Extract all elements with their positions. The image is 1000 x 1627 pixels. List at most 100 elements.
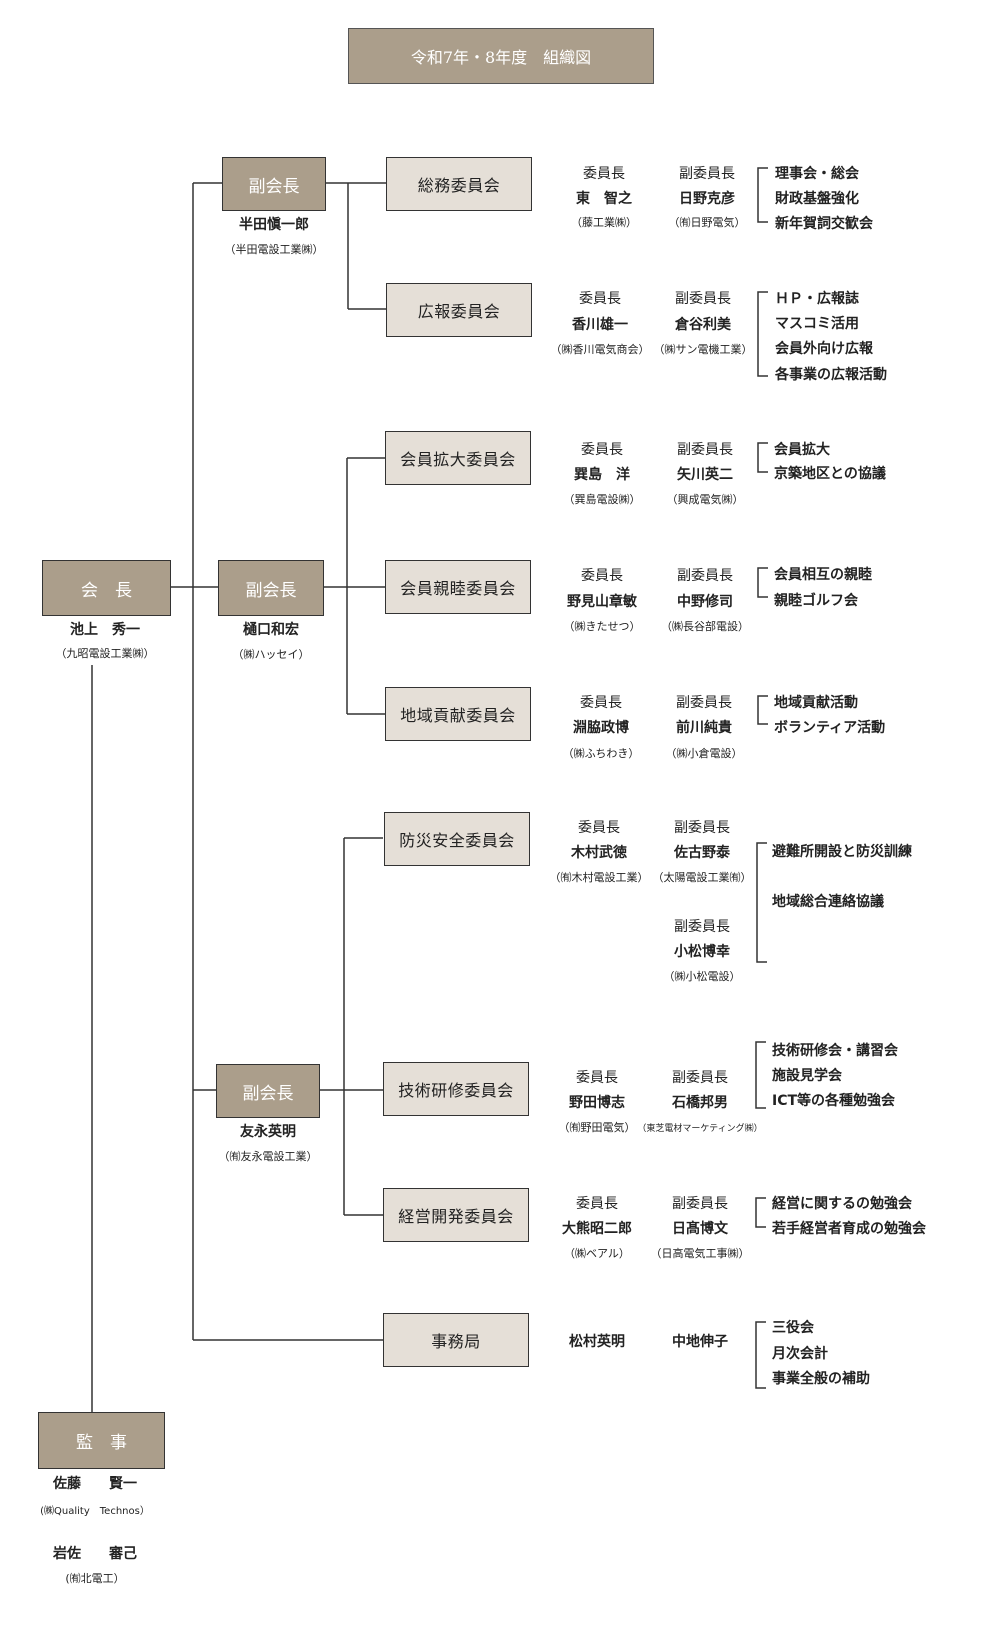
committee-box: 防災安全委員会 (384, 812, 530, 866)
chair-role: 委員長 (576, 1070, 618, 1086)
vice-chair-name: 佐古野泰 (674, 845, 730, 861)
vice-chair-role: 副委員長 (674, 919, 730, 935)
vice-chair-name: 倉谷利美 (675, 317, 731, 333)
auditor-2-name: 岩佐 審己 (53, 1546, 137, 1562)
task-item: 月次会計 (772, 1346, 828, 1362)
president-box: 会 長 (42, 560, 171, 616)
vice-chair-name: 前川純貴 (676, 720, 732, 736)
staff-name: 中地伸子 (672, 1334, 728, 1350)
vice-chair-name: 日髙博文 (672, 1221, 728, 1237)
task-item: 新年賀詞交歓会 (775, 216, 873, 232)
chair-name: 木村武徳 (571, 845, 627, 861)
vice-president-1-company: （半田電設工業㈱） (224, 243, 324, 256)
vice-president-2-box: 副会長 (218, 560, 324, 616)
committee-box: 総務委員会 (386, 157, 532, 211)
task-item: ICT等の各種勉強会 (772, 1093, 896, 1109)
committee-box: 経営開発委員会 (383, 1188, 529, 1242)
task-item: 若手経営者育成の勉強会 (772, 1221, 926, 1237)
vice-chair-company: （太陽電設工業㈲） (652, 871, 752, 884)
task-item: 地域貢献活動 (774, 695, 858, 711)
chair-company: （㈱ベアル） (564, 1247, 630, 1260)
chair-company: （㈲野田電気） (558, 1121, 636, 1134)
task-item: 親睦ゴルフ会 (774, 593, 858, 609)
task-item: ＨＰ・広報誌 (775, 291, 859, 307)
committee-box: 会員親睦委員会 (385, 560, 531, 614)
vice-chair-name: 日野克彦 (679, 191, 735, 207)
chair-role: 委員長 (580, 695, 622, 711)
vice-chair-company: （㈱サン電機工業） (653, 343, 753, 356)
chair-role: 委員長 (576, 1196, 618, 1212)
president-name: 池上 秀一 (70, 622, 140, 638)
vice-chair-role: 副委員長 (679, 166, 735, 182)
task-item: マスコミ活用 (775, 316, 859, 332)
vice-chair-company: （㈲日野電気） (668, 216, 746, 229)
task-item: 理事会・総会 (775, 166, 859, 182)
chair-role: 委員長 (578, 820, 620, 836)
vice-president-3-box: 副会長 (216, 1064, 320, 1118)
chair-company: （㈱ふちわき） (562, 747, 640, 760)
vice-chair-role: 副委員長 (675, 291, 731, 307)
committee-box: 地域貢献委員会 (385, 687, 531, 741)
vice-chair-company: （㈱小倉電設） (665, 747, 743, 760)
vice-chair-name: 中野修司 (677, 594, 733, 610)
task-item: ボランティア活動 (774, 720, 886, 736)
chair-name: 香川雄一 (572, 317, 628, 333)
task-item: 京築地区との協議 (774, 466, 886, 482)
vice-chair-role: 副委員長 (677, 442, 733, 458)
vice-chair-role: 副委員長 (672, 1070, 728, 1086)
vice-chair-name: 石橋邦男 (672, 1095, 728, 1111)
task-item: 会員外向け広報 (775, 341, 873, 357)
task-item: 施設見学会 (772, 1068, 842, 1084)
auditor-1-name: 佐藤 賢一 (53, 1476, 137, 1492)
vice-president-2-company: （㈱ハッセイ） (232, 648, 310, 661)
auditor-2-company: (㈲北電工） (65, 1572, 125, 1585)
chair-name: 淵脇政博 (573, 720, 629, 736)
page-title: 令和7年・8年度 組織図 (348, 28, 654, 84)
secretariat-box: 事務局 (383, 1313, 529, 1367)
task-item: 事業全般の補助 (772, 1371, 870, 1387)
vice-president-3-name: 友永英明 (240, 1124, 296, 1140)
vice-chair-role: 副委員長 (674, 820, 730, 836)
vice-chair-name: 矢川英二 (677, 467, 733, 483)
vice-chair-company: （日高電気工事㈱） (650, 1247, 750, 1260)
vice-chair-company: （㈱小松電設） (663, 970, 741, 983)
vice-president-1-name: 半田愼一郎 (239, 217, 309, 233)
task-item: 会員拡大 (774, 442, 830, 458)
vice-chair-role: 副委員長 (672, 1196, 728, 1212)
vice-chair-role: 副委員長 (676, 695, 732, 711)
vice-chair-name: 小松博幸 (674, 944, 730, 960)
task-item: 地域総合連絡協議 (772, 894, 884, 910)
chair-name: 大熊昭二郎 (562, 1221, 632, 1237)
chair-name: 野見山章敏 (567, 594, 637, 610)
chair-company: （巽島電設㈱） (563, 493, 641, 506)
vice-president-2-name: 樋口和宏 (243, 622, 299, 638)
chair-role: 委員長 (583, 166, 625, 182)
committee-box: 技術研修委員会 (383, 1062, 529, 1116)
task-item: 会員相互の親睦 (774, 567, 872, 583)
task-item: 技術研修会・講習会 (772, 1043, 898, 1059)
vice-chair-company: （㈱長谷部電設） (661, 620, 749, 633)
president-company: （九昭電設工業㈱） (55, 647, 155, 660)
chair-company: （㈱きたせつ） (563, 620, 641, 633)
task-item: 避難所開設と防災訓練 (772, 844, 912, 860)
chair-role: 委員長 (581, 568, 623, 584)
chair-name: 東 智之 (576, 191, 632, 207)
vice-chair-role: 副委員長 (677, 568, 733, 584)
chair-company: （㈱香川電気商会） (550, 343, 650, 356)
task-item: 各事業の広報活動 (775, 367, 887, 383)
vice-president-1-box: 副会長 (222, 157, 326, 211)
committee-box: 広報委員会 (386, 283, 532, 337)
auditor-box: 監 事 (38, 1412, 165, 1469)
chair-name: 巽島 洋 (574, 467, 630, 483)
task-item: 財政基盤強化 (775, 191, 859, 207)
chair-company: （藤工業㈱） (571, 216, 637, 229)
auditor-1-company: (㈱Quality Technos） (40, 1506, 150, 1517)
chair-role: 委員長 (581, 442, 623, 458)
task-item: 三役会 (772, 1320, 814, 1336)
vice-chair-company: （興成電気㈱） (666, 493, 744, 506)
chair-company: （㈲木村電設工業） (549, 871, 649, 884)
vice-president-3-company: （㈲友永電設工業） (218, 1150, 318, 1163)
chair-role: 委員長 (579, 291, 621, 307)
vice-chair-company: （東芝電材マーケティング㈱） (637, 1124, 763, 1134)
